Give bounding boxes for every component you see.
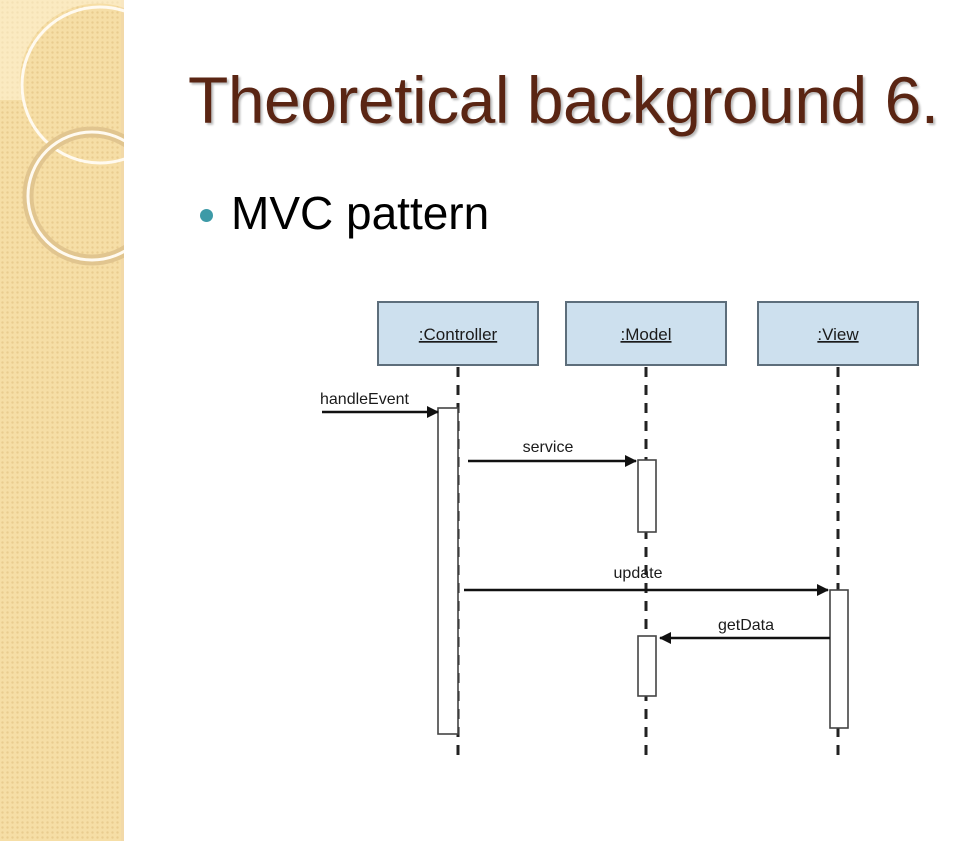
message-handle-event-label: handleEvent [320, 391, 410, 408]
message-service: service [468, 439, 637, 467]
slide-title: Theoretical background 6. [188, 63, 939, 137]
decorative-ring-small [26, 130, 124, 262]
lifeline-view-label: :View [817, 325, 859, 344]
decorative-ring-shadow [22, 126, 124, 266]
message-service-label: service [523, 439, 574, 456]
bullet-dot-icon [200, 208, 213, 222]
lifeline-view: :View [757, 301, 919, 366]
lifeline-view-box [757, 301, 919, 366]
message-get-data-label: getData [718, 617, 774, 634]
message-update-label: update [614, 565, 663, 582]
lifeline-model-label: :Model [620, 325, 671, 344]
lifeline-controller: :Controller [377, 301, 539, 366]
activation-model-service [637, 459, 657, 533]
decorative-ring-large [20, 5, 124, 165]
lifeline-controller-label: :Controller [419, 325, 498, 344]
decorative-rings [0, 0, 124, 266]
activation-controller [437, 407, 459, 735]
decorative-sheen [0, 0, 124, 100]
sequence-diagram: :Controller :Model :View handleEvent ser… [310, 292, 930, 767]
message-update: update [464, 565, 829, 596]
activation-model-getdata [637, 635, 657, 697]
activation-view [829, 589, 849, 729]
sequence-diagram-canvas: :Controller :Model :View handleEvent ser… [320, 301, 919, 762]
decorative-side-panel [0, 0, 124, 841]
lifeline-controller-box [377, 301, 539, 366]
bullet-item: MVC pattern [200, 186, 489, 240]
bullet-text: MVC pattern [231, 187, 490, 239]
message-handle-event: handleEvent [320, 391, 439, 418]
message-get-data: getData [659, 617, 830, 644]
lifeline-model-box [565, 301, 727, 366]
lifeline-model: :Model [565, 301, 727, 366]
